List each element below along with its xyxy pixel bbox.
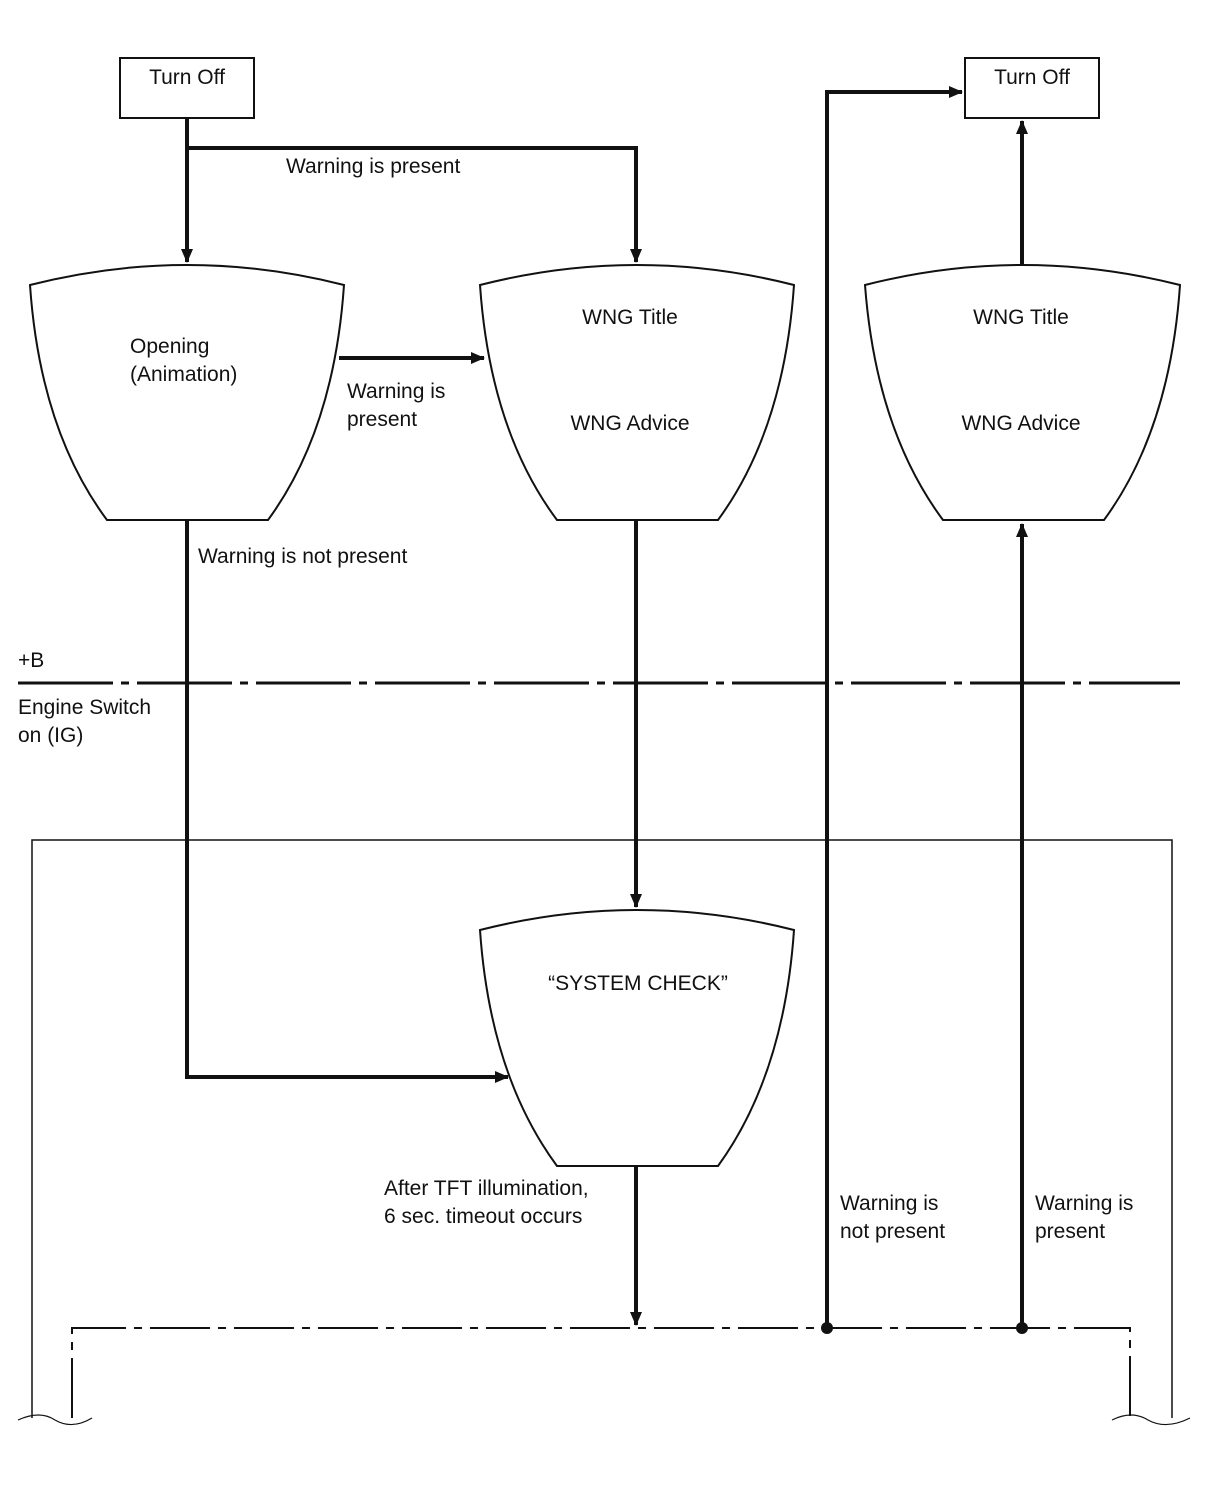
arrow-opening-to-system-check [185,520,509,1083]
warning-present-label-mid: Warning is present [347,380,446,431]
warning-not-present-label-left: Warning is not present [198,545,408,568]
opening-display-shape [28,264,346,521]
wng-display-shape-center [478,264,796,521]
turn-off-box-right [964,57,1100,119]
wng-advice-right: WNG Advice [961,412,1081,435]
ig-region-frame [31,839,1173,1418]
wng-title-right: WNG Title [973,306,1069,329]
tft-timeout-label: After TFT illumination, 6 sec. timeout o… [384,1177,589,1228]
plus-b-label: +B [18,649,45,672]
system-check-display-shape [478,909,796,1167]
wng-advice-center: WNG Advice [570,412,690,435]
wng-display-shape-right [863,264,1182,521]
engine-switch-label: Engine Switch on (IG) [18,696,152,747]
turn-off-label-left: Turn Off [149,66,225,89]
turn-off-box-left [119,57,255,119]
ig-region-break-left [17,1414,93,1426]
opening-animation-label: Opening (Animation) [130,335,238,386]
wng-title-center: WNG Title [582,306,678,329]
system-check-label: “SYSTEM CHECK” [548,972,728,995]
turn-off-label-right: Turn Off [994,66,1070,89]
warning-not-present-label-right: Warning is not present [840,1192,946,1243]
warning-present-label-top: Warning is present [286,155,461,178]
arrow-turnoff-to-wng [187,146,642,263]
warning-present-label-right: Warning is present [1035,1192,1134,1243]
ig-region-break-right [1111,1414,1191,1426]
arrow-bus-to-turn-off [825,86,963,1328]
state-bus-line [71,1327,1131,1418]
